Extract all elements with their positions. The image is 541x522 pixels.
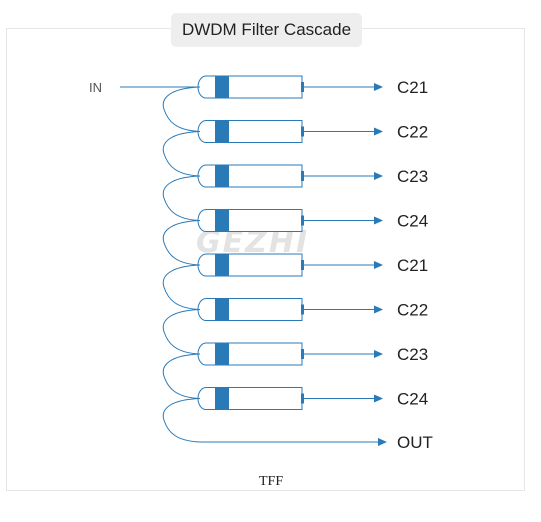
filter-body xyxy=(197,253,303,277)
channel-label: C23 xyxy=(397,167,428,186)
fiber-loop xyxy=(162,353,201,399)
channel-label: C22 xyxy=(397,123,428,142)
fiber-loop xyxy=(162,131,201,177)
output-label: OUT xyxy=(397,433,433,452)
fiber-loop xyxy=(162,309,201,355)
filter-body xyxy=(197,342,303,366)
channel-label: C22 xyxy=(397,301,428,320)
diagram-title: DWDM Filter Cascade xyxy=(171,13,362,47)
fiber-loop xyxy=(162,264,201,310)
filter-band xyxy=(215,298,229,321)
filter-tab xyxy=(301,304,304,315)
filter-tab xyxy=(301,82,304,92)
filter-body xyxy=(197,209,303,232)
channel-label: C21 xyxy=(397,256,428,275)
fiber-loop xyxy=(162,86,201,132)
filter-tab xyxy=(301,215,304,226)
filter-tab xyxy=(301,171,304,181)
channel-label: C23 xyxy=(397,345,428,364)
fiber-loop xyxy=(162,175,201,221)
filter-body xyxy=(197,164,303,188)
filter-band xyxy=(215,343,229,365)
input-label: IN xyxy=(89,80,102,95)
filter-body xyxy=(197,387,303,410)
filter-band xyxy=(215,165,229,187)
filter-tab xyxy=(301,126,304,137)
filter-band xyxy=(215,209,229,232)
fiber-loop xyxy=(162,220,201,266)
filter-band xyxy=(215,387,229,410)
filter-band xyxy=(215,120,229,143)
fiber-loop xyxy=(162,398,201,443)
filter-tab xyxy=(301,349,304,359)
filter-tab xyxy=(301,393,304,404)
diagram-caption: TFF xyxy=(259,474,283,489)
channel-label: C21 xyxy=(397,78,428,97)
filter-band xyxy=(215,254,229,276)
filter-body xyxy=(197,75,303,99)
filter-body xyxy=(197,298,303,321)
filter-body xyxy=(197,120,303,143)
filter-tab xyxy=(301,260,304,270)
channel-label: C24 xyxy=(397,390,428,409)
channel-label: C24 xyxy=(397,212,428,231)
filter-band xyxy=(215,76,229,98)
